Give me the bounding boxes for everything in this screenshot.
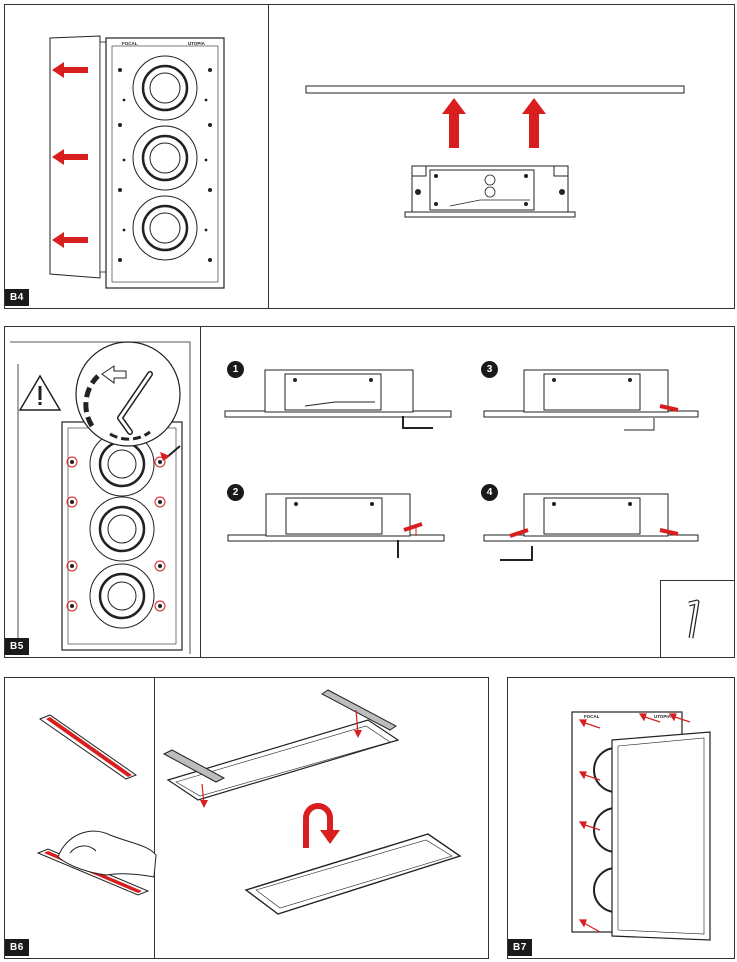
arrow-up-icon — [442, 98, 546, 148]
step-1-diagram — [224, 369, 452, 429]
section-tag-b4: B4 — [5, 289, 29, 306]
svg-text:FOCAL: FOCAL — [584, 714, 600, 719]
svg-text:FOCAL: FOCAL — [122, 41, 138, 46]
step-2-badge: 2 — [227, 484, 244, 501]
b6-strip-illustration — [36, 714, 157, 896]
section-tag-b7: B7 — [508, 939, 532, 956]
section-tag-b6: B6 — [5, 939, 29, 956]
b6-grille-illustration — [162, 689, 462, 915]
step-4-diagram — [483, 493, 699, 561]
b4-grille-lift-illustration — [305, 85, 685, 218]
section-tag-b5: B5 — [5, 638, 29, 655]
hand-icon — [57, 830, 157, 878]
b7-grille-install-illustration: FOCAL UTOPIA — [571, 711, 711, 941]
u-turn-arrow-icon — [303, 803, 340, 848]
b4-speaker-illustration: FOCAL UTOPIA — [49, 35, 225, 289]
step-3-diagram — [483, 369, 699, 431]
section-b4-divider — [268, 4, 270, 309]
b5-speaker-illustration — [10, 341, 191, 654]
tool-box — [660, 580, 735, 658]
allen-key-icon — [117, 371, 153, 435]
section-b6 — [4, 677, 489, 959]
svg-text:UTOPIA: UTOPIA — [188, 41, 206, 46]
warning-icon — [18, 374, 62, 411]
section-b5-divider — [200, 326, 202, 658]
step-2-diagram — [227, 493, 445, 558]
svg-text:UTOPIA: UTOPIA — [654, 714, 672, 719]
step-1-badge: 1 — [227, 361, 244, 378]
step-3-badge: 3 — [481, 361, 498, 378]
step-4-badge: 4 — [481, 484, 498, 501]
arrow-left-icon — [52, 62, 88, 248]
allen-key-icon — [688, 599, 700, 639]
section-b6-divider — [154, 677, 156, 959]
